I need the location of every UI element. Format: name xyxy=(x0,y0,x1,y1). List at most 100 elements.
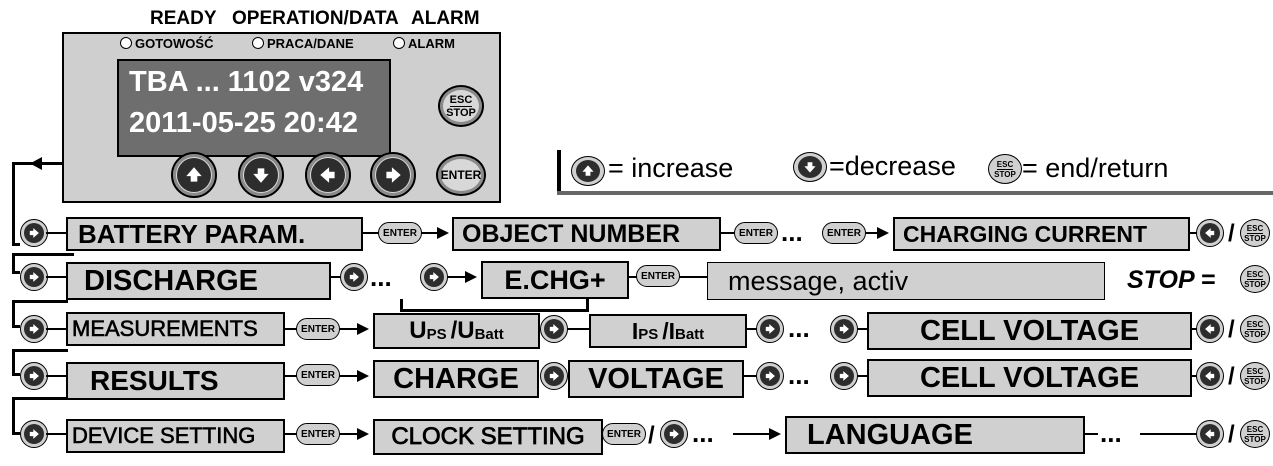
language-box[interactable]: LANGUAGE xyxy=(785,416,1085,454)
connector-row3 xyxy=(12,325,20,328)
connector-row5-horiz xyxy=(12,397,68,400)
row1-enter-key-3[interactable]: ENTER xyxy=(822,222,866,244)
voltage-box[interactable]: VOLTAGE xyxy=(568,360,744,398)
row5-right-key[interactable] xyxy=(20,420,48,448)
u-ps-sub: PS xyxy=(426,325,447,343)
row2-link xyxy=(46,276,68,278)
left-button[interactable] xyxy=(305,152,351,198)
row3-enter-key[interactable]: ENTER xyxy=(296,318,340,340)
row2-return-up xyxy=(586,299,589,312)
row5-dots: ... xyxy=(692,418,714,448)
right-button[interactable] xyxy=(370,152,416,198)
row2-link3 xyxy=(447,276,469,278)
discharge-box[interactable]: DISCHARGE xyxy=(66,262,331,300)
row3-right-key-3[interactable] xyxy=(756,315,784,343)
esc-text: ESC xyxy=(1246,366,1264,377)
cell-voltage-box-1[interactable]: CELL VOLTAGE xyxy=(867,312,1192,350)
arrow-right-icon xyxy=(27,427,41,441)
row5-left-key[interactable] xyxy=(1196,420,1224,448)
legend-increase: = increase xyxy=(608,153,734,183)
arrow-right-icon xyxy=(667,427,681,441)
connector-left-main xyxy=(12,162,15,244)
row3-right-key-4[interactable] xyxy=(830,315,858,343)
legend-border-bottom xyxy=(557,191,1273,195)
row5-link2 xyxy=(284,433,300,435)
arrow-right-icon xyxy=(357,428,369,440)
row1-link6 xyxy=(1189,232,1199,234)
legend-decrease: =decrease xyxy=(829,151,956,181)
esc-label: ESC xyxy=(449,93,473,107)
row1-enter-key-2[interactable]: ENTER xyxy=(734,222,778,244)
row2-return xyxy=(400,309,588,312)
row2-right-key-2[interactable] xyxy=(340,263,368,291)
row1-link5 xyxy=(865,232,881,234)
arrow-right-icon xyxy=(877,227,889,239)
u-batt-sub: Batt xyxy=(474,325,504,343)
ready-label: READY xyxy=(150,8,217,29)
row3-link6 xyxy=(857,328,869,330)
row2-right-key-3[interactable] xyxy=(420,263,448,291)
row5-link xyxy=(46,433,68,435)
row2-enter-key[interactable]: ENTER xyxy=(636,265,680,287)
arrow-right-icon xyxy=(547,322,561,336)
row1-enter-key[interactable]: ENTER xyxy=(378,222,422,244)
row4-right-key-3[interactable] xyxy=(756,362,784,390)
row5-enter-key-2[interactable]: ENTER xyxy=(602,423,646,445)
device-setting-box[interactable]: DEVICE SETTING xyxy=(66,419,285,453)
measurements-box[interactable]: MEASUREMENTS xyxy=(66,312,285,346)
results-box[interactable]: RESULTS xyxy=(66,362,285,400)
arrow-down-icon xyxy=(802,159,818,175)
connector-row5-vert xyxy=(12,397,15,433)
led-ready-label: GOTOWOŚĆ xyxy=(135,36,214,51)
row5-right-key-2[interactable] xyxy=(660,420,688,448)
connector-row4-horiz xyxy=(12,349,68,352)
row2-right-key[interactable] xyxy=(20,263,48,291)
row1-left-key[interactable] xyxy=(1196,219,1224,247)
echg-box[interactable]: E.CHG+ xyxy=(481,261,629,299)
message-box: message, activ xyxy=(707,262,1105,300)
row3-right-key[interactable] xyxy=(20,315,48,343)
clock-setting-box[interactable]: CLOCK SETTING xyxy=(373,419,603,455)
up-button[interactable] xyxy=(171,152,217,198)
charge-box[interactable]: CHARGE xyxy=(373,360,539,398)
row4-enter-key[interactable]: ENTER xyxy=(296,364,340,386)
row4-left-key[interactable] xyxy=(1196,362,1224,390)
row5-enter-key[interactable]: ENTER xyxy=(296,423,340,445)
stop-text: STOP xyxy=(1244,434,1266,444)
row4-slash: / xyxy=(1228,363,1235,390)
arrow-right-icon xyxy=(382,164,404,186)
cell-voltage-box-2[interactable]: CELL VOLTAGE xyxy=(867,359,1192,397)
arrow-down-icon xyxy=(250,164,272,186)
u-sep: /U xyxy=(450,317,475,344)
row1-link2 xyxy=(362,232,380,234)
row1-right-key[interactable] xyxy=(20,219,48,247)
connector-row3-horiz xyxy=(12,300,68,303)
battery-param-box[interactable]: BATTERY PARAM. xyxy=(66,217,363,251)
i-symbol: I xyxy=(631,317,639,344)
charging-current-box[interactable]: CHARGING CURRENT xyxy=(893,217,1190,251)
object-number-box[interactable]: OBJECT NUMBER xyxy=(452,217,721,251)
arrow-left-icon xyxy=(317,164,339,186)
row4-right-key-4[interactable] xyxy=(830,362,858,390)
row2-drop xyxy=(400,299,403,311)
down-button[interactable] xyxy=(238,152,284,198)
row4-link4 xyxy=(743,375,758,377)
row4-right-key-2[interactable] xyxy=(540,362,568,390)
arrow-left-icon xyxy=(1203,322,1217,336)
arrow-right-icon xyxy=(27,226,41,240)
connector-row4 xyxy=(12,373,20,376)
row3-link4 xyxy=(567,328,591,330)
enter-button[interactable]: ENTER xyxy=(436,154,486,196)
row3-left-key[interactable] xyxy=(1196,315,1224,343)
row4-right-key[interactable] xyxy=(20,362,48,390)
row3-right-key-2[interactable] xyxy=(540,315,568,343)
arrow-left-icon xyxy=(1203,427,1217,441)
